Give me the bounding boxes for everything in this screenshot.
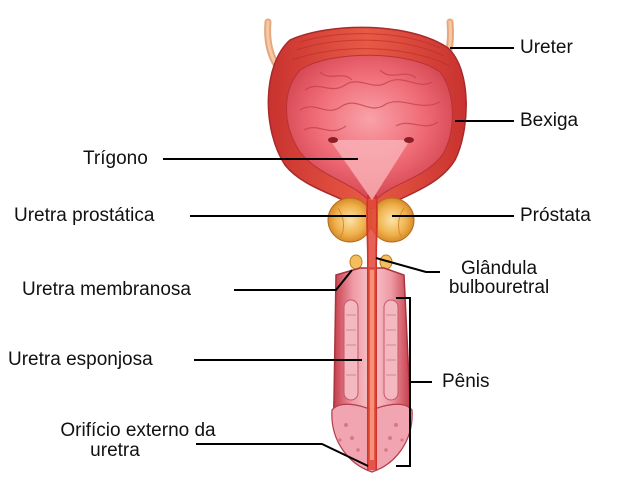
label-uretra-prostatica: Uretra prostática — [14, 205, 155, 226]
label-trigono: Trígono — [83, 148, 148, 169]
label-bexiga: Bexiga — [520, 110, 579, 131]
bladder-muscle-fibers — [291, 33, 451, 67]
ureteral-orifice-right — [404, 137, 414, 143]
leader-uretra-membranosa — [234, 269, 353, 291]
corpora-cavernosa — [343, 299, 399, 401]
leader-lines — [163, 47, 514, 467]
leader-orificio — [196, 443, 369, 467]
prostate — [327, 197, 415, 243]
label-orificio-line1: Orifício externo da — [60, 420, 216, 441]
label-orificio-line2: uretra — [90, 440, 140, 461]
label-uretra-esponjosa: Uretra esponjosa — [8, 349, 153, 370]
leader-glandula — [375, 257, 440, 273]
label-glandula-line1: Glândula — [460, 258, 538, 279]
ureteral-orifice-left — [328, 137, 338, 143]
label-glandula-line2: bulbouretral — [448, 277, 550, 298]
label-uretra-membranosa: Uretra membranosa — [22, 279, 191, 300]
bladder-lumen — [286, 54, 453, 199]
bladder-rugae — [299, 69, 441, 132]
label-prostata: Próstata — [520, 205, 591, 226]
urethra-highlight — [370, 270, 374, 460]
glans-texture — [338, 423, 404, 452]
trigone — [330, 140, 410, 200]
label-ureter: Ureter — [520, 37, 573, 58]
label-penis: Pênis — [442, 371, 490, 392]
